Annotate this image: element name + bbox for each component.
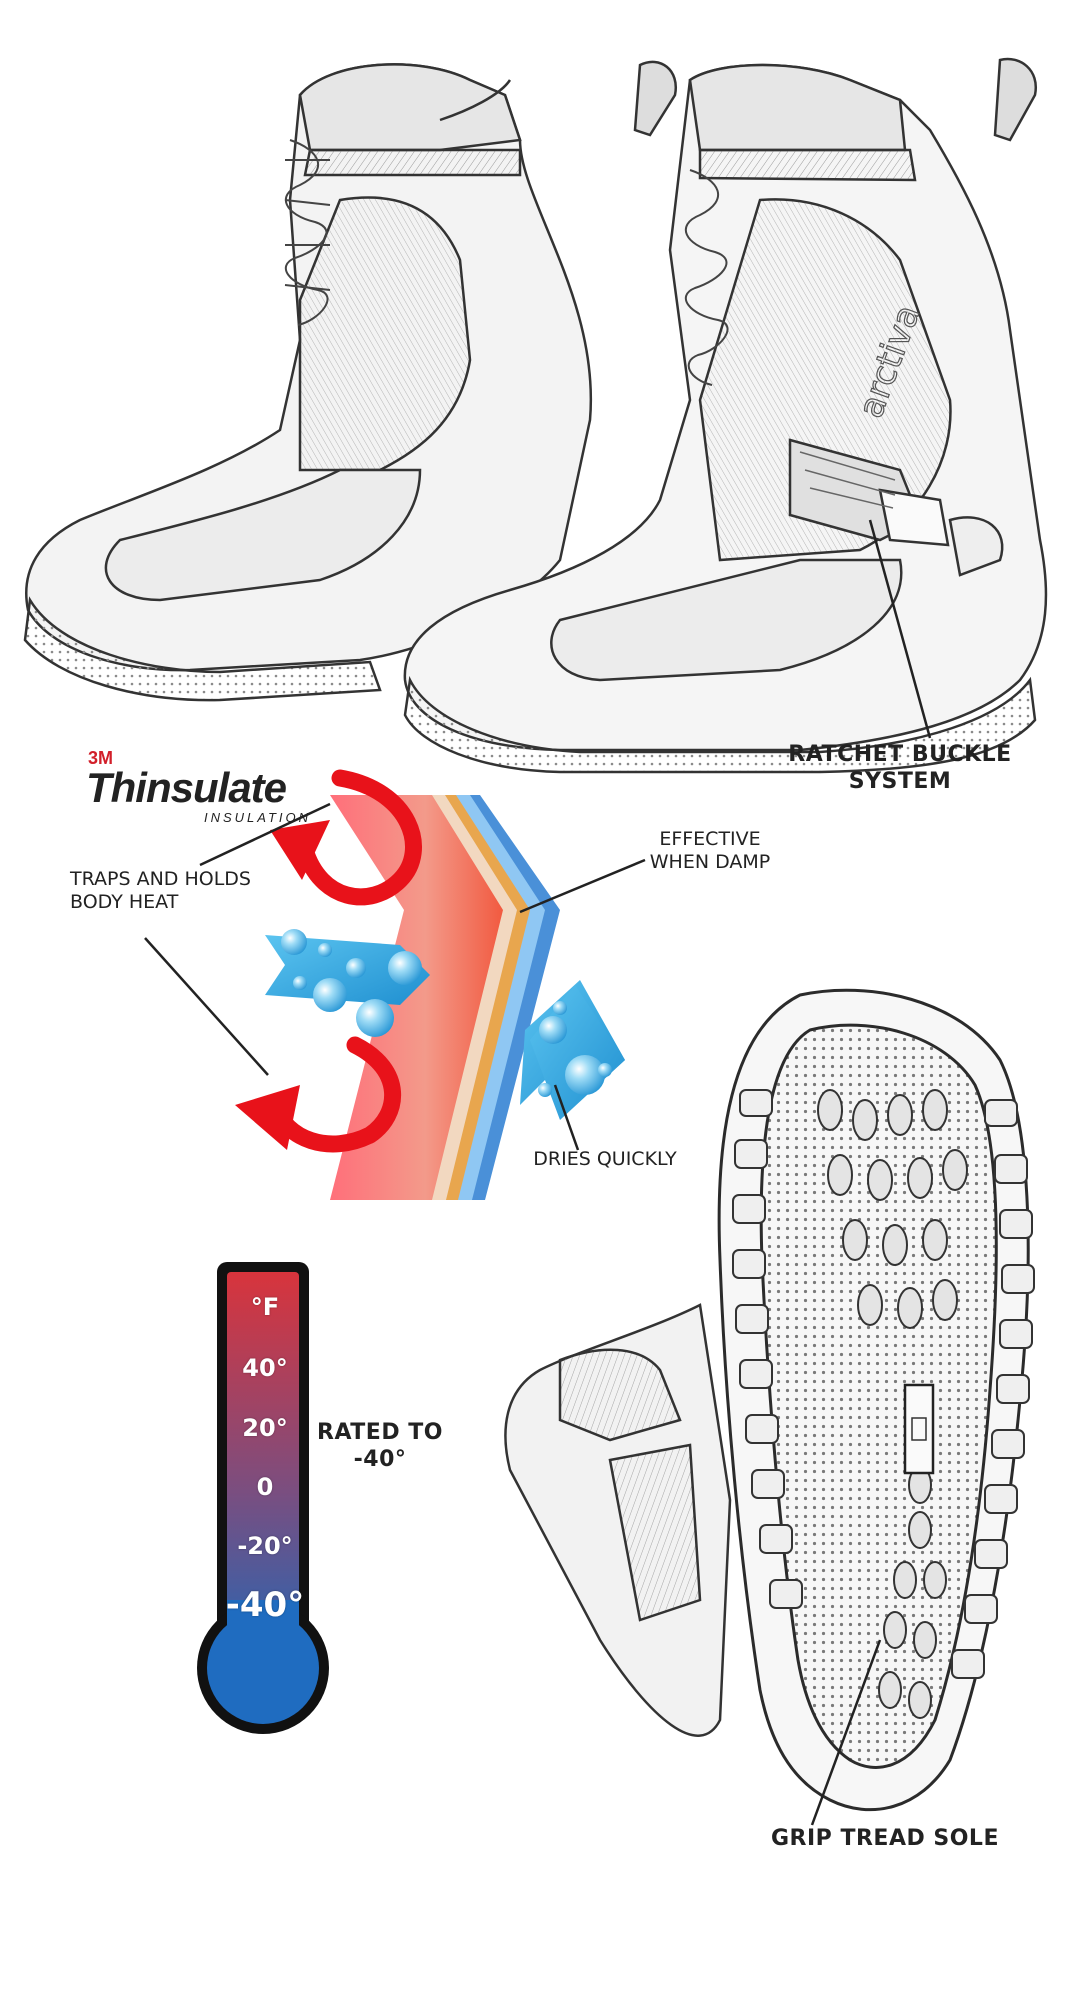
- thermometer-unit-label: °F: [250, 1293, 280, 1321]
- thermometer-tick-label: 0: [256, 1473, 274, 1501]
- thermometer-tick-label: -20°: [237, 1532, 293, 1560]
- ratchet-buckle-callout: RATCHET BUCKLE SYSTEM: [788, 742, 1012, 794]
- heat-arrow-icon: [266, 769, 422, 1153]
- thermometer-rating-label: -40°: [225, 1585, 305, 1625]
- dries-quickly-callout: DRIES QUICKLY: [533, 1148, 677, 1170]
- brand-3m-logo: 3M: [88, 748, 114, 768]
- thermometer-tick-label: 40°: [242, 1354, 288, 1382]
- left-boot: [23, 60, 678, 702]
- heat-arrow-icon: [270, 820, 330, 880]
- thermometer-tick-label: 20°: [242, 1414, 288, 1442]
- brand-name-logo: Thinsulate: [86, 764, 287, 811]
- heat-arrow-icon: [235, 1085, 300, 1150]
- brand-subtitle: INSULATION: [204, 810, 312, 825]
- water-droplet-arrow-icon: [265, 929, 430, 1037]
- water-droplet-arrow-icon: [520, 980, 625, 1120]
- traps-heat-callout: TRAPS AND HOLDS BODY HEAT: [70, 868, 251, 914]
- grip-tread-callout: GRIP TREAD SOLE: [771, 1826, 999, 1851]
- effective-damp-callout: EFFECTIVE WHEN DAMP: [649, 828, 771, 874]
- rated-to-callout: RATED TO -40°: [317, 1420, 443, 1472]
